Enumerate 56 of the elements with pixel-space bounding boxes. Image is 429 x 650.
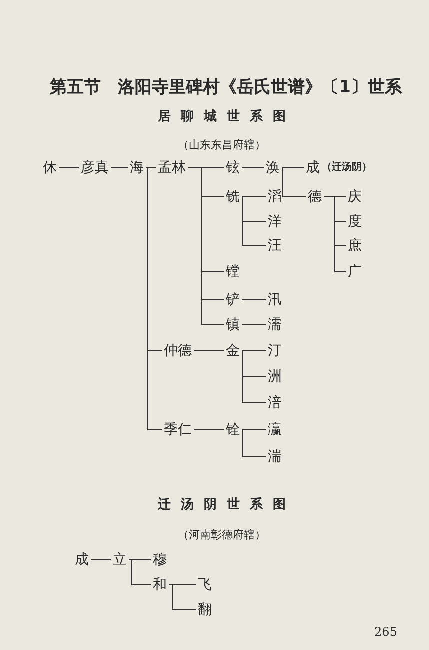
lineage-line — [242, 350, 266, 352]
person-name: 休 — [43, 161, 57, 175]
person-name: 彦真 — [81, 161, 109, 175]
lineage-line — [242, 430, 266, 458]
person-name: 镗 — [226, 265, 240, 279]
lineage-line — [242, 196, 266, 198]
person-name: 海 — [130, 161, 144, 175]
chart-subheading: （河南彰德府辖） — [178, 530, 266, 540]
person-name: 金 — [226, 344, 240, 358]
person-name: 滔 — [268, 190, 282, 204]
person-name: 汪 — [268, 239, 282, 253]
chart-heading: 居聊城世系图 — [156, 110, 296, 124]
person-name: 广 — [348, 265, 362, 279]
person-name: 穆 — [153, 553, 167, 567]
lineage-line — [168, 584, 196, 610]
lineage-line — [324, 196, 346, 272]
person-name: 季仁 — [164, 423, 192, 437]
person-name: 德 — [308, 190, 322, 204]
person-name: 翻 — [198, 603, 212, 617]
person-name: 涣 — [266, 161, 280, 175]
lineage-line — [242, 196, 266, 246]
chart-heading: 迁汤阴世系图 — [157, 498, 296, 512]
person-name: 湍 — [268, 450, 282, 464]
person-name: 涪 — [268, 396, 282, 410]
person-name: 立 — [113, 553, 127, 567]
person-name: 汛 — [268, 293, 282, 307]
lineage-line — [242, 350, 266, 404]
lineage-line — [128, 560, 152, 586]
person-name: 濡 — [268, 318, 282, 332]
section-title: 第五节 洛阳寺里碑村《岳氏世谱》〔1〕世系 — [50, 80, 402, 96]
person-name: 成 — [75, 553, 89, 567]
person-name: 和 — [153, 578, 167, 592]
person-name: 庆 — [348, 190, 362, 204]
person-name: 铣 — [226, 190, 240, 204]
person-name: 庶 — [348, 239, 362, 253]
person-name: 铉 — [226, 161, 240, 175]
lineage-line — [282, 168, 306, 198]
person-name: 仲德 — [164, 344, 192, 358]
person-name: 铨 — [226, 423, 240, 437]
person-name: 汀 — [268, 344, 282, 358]
person-name: 成 — [306, 161, 320, 175]
person-name: 洲 — [268, 370, 282, 384]
lineage-line — [194, 350, 224, 352]
person-name: 铲 — [226, 293, 240, 307]
person-name: 孟林 — [158, 161, 186, 175]
person-name: 度 — [348, 215, 362, 229]
lineage-line — [242, 324, 266, 326]
lineage-line — [188, 168, 224, 326]
lineage-line — [146, 168, 162, 430]
person-name: 镇 — [226, 318, 240, 332]
person-name: 飞 — [198, 578, 212, 592]
person-name: 瀛 — [268, 423, 282, 437]
person-name: 洋 — [268, 215, 282, 229]
chart-subheading: （山东东昌府辖） — [178, 140, 266, 150]
annotation: （迁汤阴） — [322, 163, 372, 173]
page-number: 265 — [374, 626, 398, 638]
